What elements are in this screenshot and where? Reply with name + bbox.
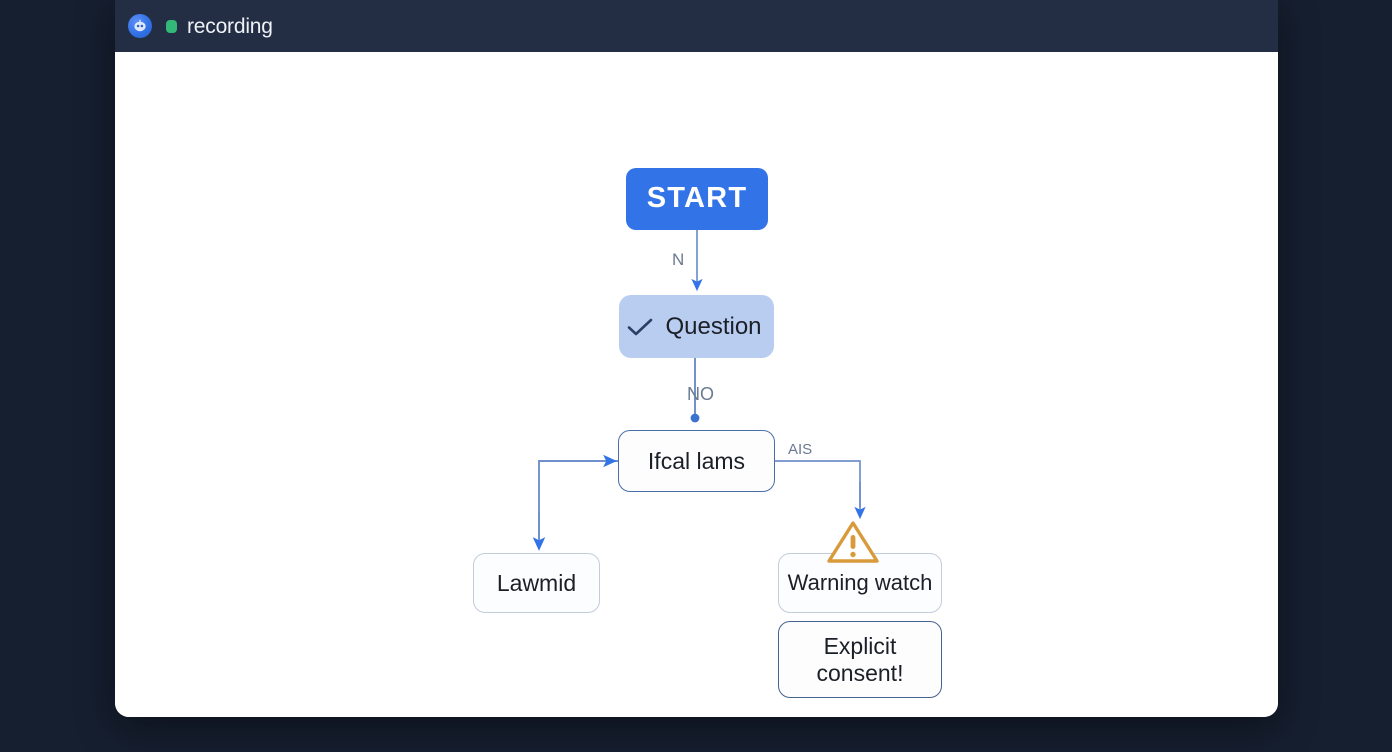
app-window: recording (115, 0, 1278, 717)
edge-label-start-question: N (672, 250, 685, 269)
node-mid[interactable]: Ifcal lams (618, 430, 775, 492)
node-warning-label: Warning watch (787, 570, 933, 596)
node-lawmid[interactable]: Lawmid (473, 553, 600, 613)
node-start[interactable]: START (626, 168, 768, 230)
diagram-canvas[interactable]: START Question Ifcal lams Lawmid Warning… (115, 52, 1278, 717)
robot-face-icon (128, 14, 152, 38)
edge-label-question-mid: NO (687, 384, 714, 404)
node-consent-label: Explicit consent! (816, 632, 904, 686)
node-question-label: Question (665, 312, 762, 340)
recording-label: recording (187, 14, 273, 38)
title-bar: recording (115, 0, 1278, 52)
check-icon (628, 318, 653, 335)
node-start-label: START (646, 182, 748, 215)
flowchart: START Question Ifcal lams Lawmid Warning… (115, 52, 1278, 717)
edge-label-mid-warning: AIS (788, 441, 813, 458)
node-warning-watch[interactable]: Warning watch (778, 553, 942, 613)
node-lawmid-label: Lawmid (496, 569, 577, 596)
node-explicit-consent[interactable]: Explicit consent! (778, 621, 942, 698)
node-question[interactable]: Question (619, 295, 774, 358)
recording-dot-icon (166, 19, 177, 33)
node-mid-label: Ifcal lams (647, 447, 746, 474)
